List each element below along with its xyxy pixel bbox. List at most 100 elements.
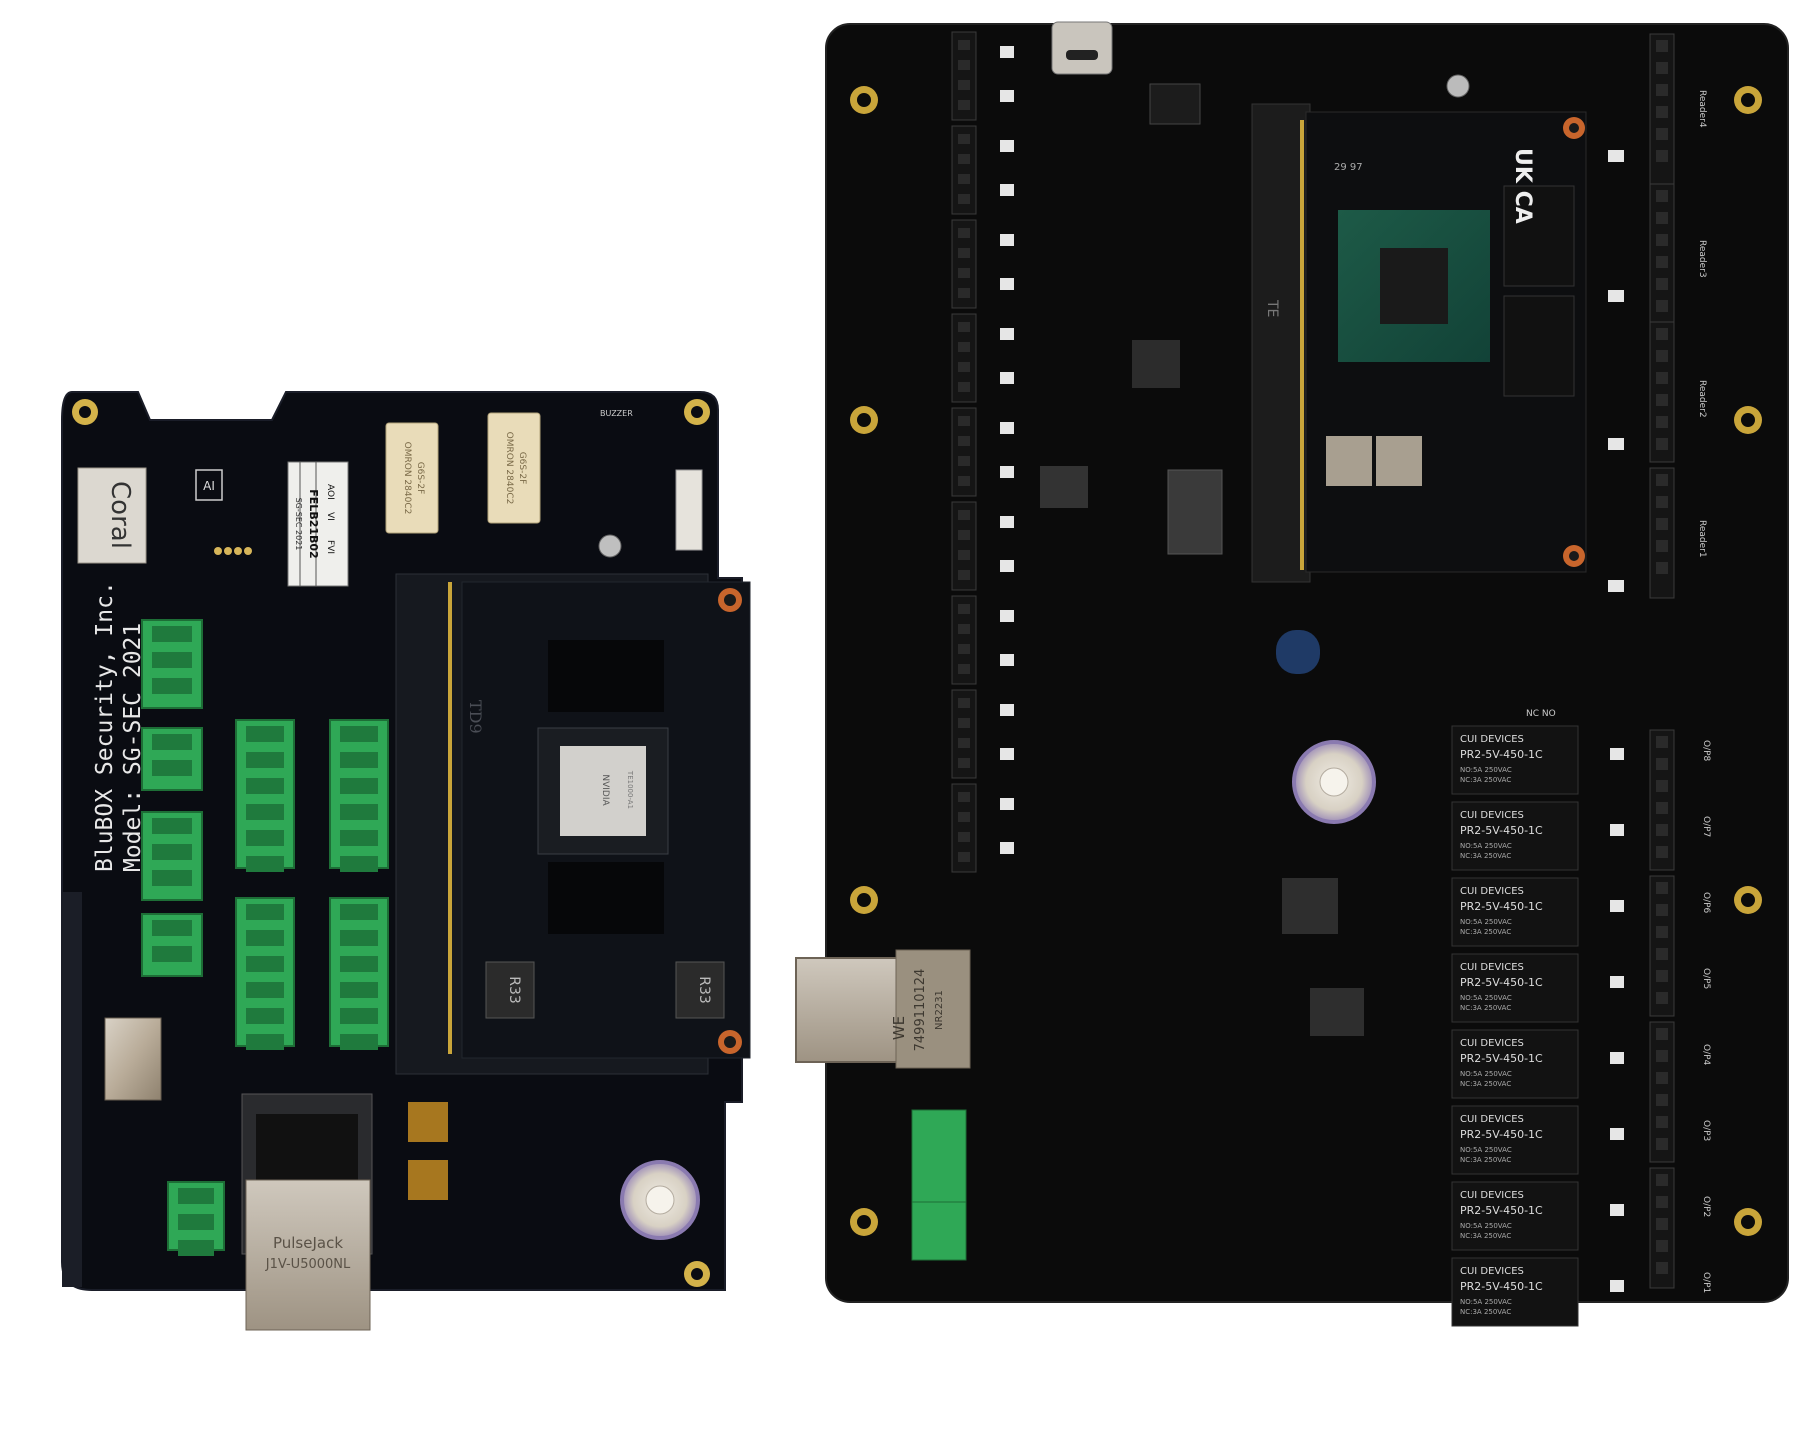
relay-rating: NC:3A 250VAC	[1460, 1080, 1511, 1088]
terminal-slot	[246, 752, 284, 768]
relay-rating: NC:3A 250VAC	[1460, 776, 1511, 784]
output-label: O/P7	[1701, 816, 1711, 837]
soc-die	[560, 746, 646, 836]
reader-3: Reader3	[1697, 240, 1707, 278]
relay1-text-2: G6S-2F	[415, 462, 425, 495]
sticker-sub: SG-SEC 2021	[294, 498, 303, 551]
status-led	[1000, 140, 1014, 152]
status-led	[1000, 842, 1014, 854]
terminal-slot	[246, 1008, 284, 1024]
terminal-slot	[152, 844, 192, 860]
relay-rating: NC:3A 250VAC	[1460, 852, 1511, 860]
relay-led	[1610, 976, 1624, 988]
terminal-slot	[340, 1008, 378, 1024]
status-led	[1000, 466, 1014, 478]
left-terminal-blocks	[141, 619, 389, 1256]
terminal-slot	[340, 930, 378, 946]
reader-led	[1608, 580, 1624, 592]
relay-rating: NO:5A 250VAC	[1460, 1298, 1512, 1306]
relay1-text: OMRON 2840C2	[402, 442, 412, 515]
relay2-text-2: G6S-2F	[517, 452, 527, 485]
reader-led	[1608, 150, 1624, 162]
terminal-slot	[246, 830, 284, 846]
sticker-cell-3: FVI	[325, 540, 335, 554]
memory-chip-bottom	[548, 862, 664, 934]
buzzer-label: BUZZER	[600, 409, 633, 418]
nc-no-label: NC NO	[1526, 709, 1556, 719]
terminal-slot	[246, 904, 284, 920]
power-terminal-1	[911, 1109, 967, 1203]
ai-badge	[195, 469, 223, 501]
relay-vendor: CUI DEVICES	[1460, 1266, 1524, 1277]
coral-label: Coral	[105, 481, 135, 549]
smd-orange-1	[408, 1102, 448, 1142]
production-sticker	[287, 461, 349, 587]
terminal-slot	[340, 778, 378, 794]
status-led	[1000, 798, 1014, 810]
fan-header	[1167, 469, 1223, 555]
relay-1	[385, 422, 439, 534]
reader-2: Reader2	[1697, 380, 1707, 418]
rj45-right-back	[895, 949, 971, 1069]
status-led	[1000, 704, 1014, 716]
mag-code: NR2231	[934, 990, 945, 1030]
status-led	[1000, 328, 1014, 340]
brand-line1: BluBOX Security, Inc.	[92, 581, 118, 872]
terminal-slot	[152, 818, 192, 834]
soc-sub: TE1000-A1	[626, 770, 634, 809]
soc-marking: NVIDIA	[600, 774, 610, 806]
soc-die-right	[1380, 248, 1448, 324]
terminal-slot	[340, 956, 378, 972]
status-led	[1000, 748, 1014, 760]
relay-rating: NC:3A 250VAC	[1460, 928, 1511, 936]
relay-3	[1451, 877, 1579, 947]
relay-vendor: CUI DEVICES	[1460, 734, 1524, 745]
relay-model: PR2-5V-450-1C	[1460, 748, 1543, 761]
relay-model: PR2-5V-450-1C	[1460, 824, 1543, 837]
mem-chip-b	[1503, 295, 1575, 397]
som-marking-right: 29 97	[1334, 162, 1363, 173]
mag-brand: WE	[890, 1016, 908, 1040]
rj45-shield	[245, 1179, 371, 1331]
terminal-slot	[246, 856, 284, 872]
terminal-slot	[152, 946, 192, 962]
terminal-slot	[152, 920, 192, 936]
relay-led	[1610, 748, 1624, 760]
mem-chip-a	[1503, 185, 1575, 287]
relay-vendor: CUI DEVICES	[1460, 810, 1524, 821]
left-edge-panel	[62, 892, 82, 1287]
terminal-slot	[246, 804, 284, 820]
inductor-2-label: R33	[696, 976, 712, 1004]
terminal-slot	[340, 726, 378, 742]
relay-1	[1451, 725, 1579, 795]
relay-8	[1451, 1257, 1579, 1327]
reader-4: Reader4	[1697, 90, 1707, 128]
terminal-slot	[340, 804, 378, 820]
relay-2	[487, 412, 541, 524]
right-board: UK CA 29 97 TE WE 7499110124 NR2231 NC N…	[795, 21, 1789, 1327]
relay-rating: NO:5A 250VAC	[1460, 994, 1512, 1002]
terminal-slot	[152, 734, 192, 750]
terminal-slot	[178, 1240, 214, 1256]
inductor-1	[485, 961, 535, 1019]
te-marking: TE	[1264, 299, 1280, 317]
relay-vendor: CUI DEVICES	[1460, 1038, 1524, 1049]
terminal-slot	[340, 752, 378, 768]
ai-label: AI	[203, 479, 215, 493]
relay-led	[1610, 1052, 1624, 1064]
terminal-slot	[152, 678, 192, 694]
ukca-mark: UK CA	[1510, 148, 1535, 224]
memory-chip-top	[548, 640, 664, 712]
flat-connector	[675, 469, 703, 551]
relay-rating: NO:5A 250VAC	[1460, 842, 1512, 850]
reader-led	[1608, 290, 1624, 302]
left-board: Coral AI FELB21B02 SG-SEC 2021 AOI VI FV…	[61, 391, 751, 1331]
reader-labels: Reader4 Reader3 Reader2 Reader1	[1697, 90, 1707, 558]
sticker-cell-1: AOI	[325, 484, 335, 500]
relay-led	[1610, 824, 1624, 836]
output-label: O/P2	[1701, 1196, 1711, 1217]
relay-led	[1610, 900, 1624, 912]
som-gold-edge	[448, 582, 452, 1054]
terminal-slot	[152, 652, 192, 668]
